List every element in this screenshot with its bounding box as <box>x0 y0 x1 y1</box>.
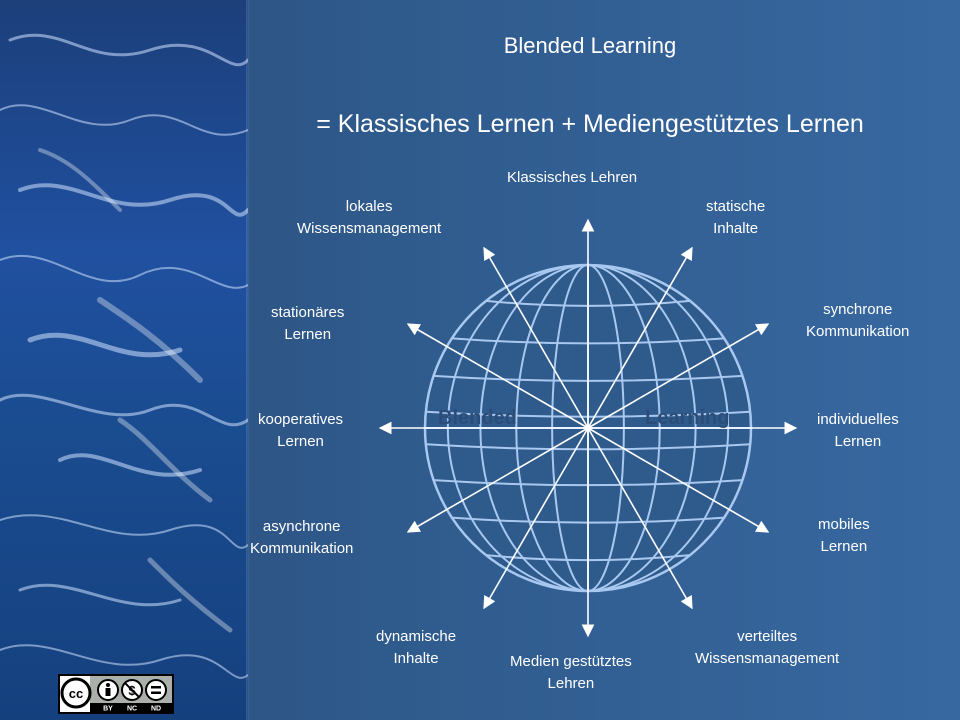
by-label: BY <box>103 706 113 713</box>
nd-icon <box>145 679 167 701</box>
axis-arrow <box>406 427 589 533</box>
by-icon <box>97 679 119 701</box>
label-top: Klassisches Lehren <box>507 169 638 186</box>
svg-text:cc: cc <box>69 686 83 701</box>
axis-arrow <box>587 427 693 610</box>
axis-arrow <box>406 323 589 429</box>
cc-license-badge: cc $ BY NC ND <box>58 674 174 714</box>
globe-word-blended: Blended <box>438 407 517 429</box>
globe-word-learning: Learning <box>645 407 730 429</box>
axis-arrow <box>483 427 589 610</box>
axis-arrows <box>378 218 798 638</box>
nd-label: ND <box>151 706 161 713</box>
axis-arrow <box>587 427 770 533</box>
water-edge <box>246 0 250 720</box>
cc-icon: cc <box>60 677 92 709</box>
slide-title: Blended Learning <box>503 33 677 58</box>
axis-arrow <box>587 323 770 429</box>
water-photo <box>0 0 248 720</box>
axis-arrow <box>587 246 693 429</box>
nc-label: NC <box>127 706 137 713</box>
nc-icon: $ <box>121 679 143 701</box>
slide-subtitle: = Klassisches Lernen + Mediengestütztes … <box>316 110 864 138</box>
axis-arrow <box>483 246 589 429</box>
